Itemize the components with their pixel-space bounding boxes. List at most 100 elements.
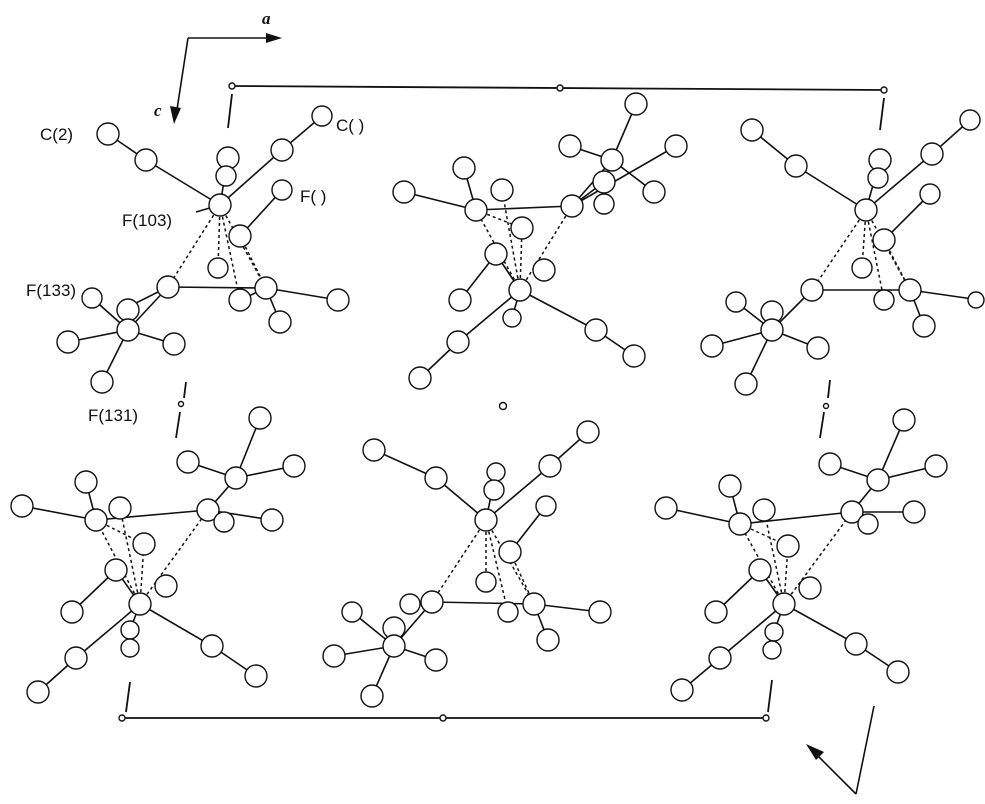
contact — [763, 509, 785, 605]
cell-tick-bottom-left — [125, 681, 131, 713]
cell-corner-bottom-right — [762, 714, 770, 722]
contact — [95, 519, 141, 605]
bond — [457, 289, 521, 343]
atoms — [10, 406, 306, 704]
contact — [811, 209, 867, 291]
atom — [624, 92, 648, 116]
atom — [920, 142, 944, 166]
atom — [764, 622, 784, 642]
cell-tick-right-mid-2 — [819, 411, 825, 439]
atom — [725, 291, 747, 313]
bond — [403, 191, 477, 211]
atom — [84, 508, 108, 532]
molecule-6 — [654, 408, 948, 702]
atom — [593, 193, 615, 215]
atom — [424, 466, 448, 490]
atom — [74, 470, 98, 494]
contact — [519, 205, 573, 291]
atom — [670, 678, 694, 702]
atom — [708, 646, 732, 670]
atom — [270, 138, 294, 162]
atom — [806, 336, 830, 360]
atom — [844, 632, 868, 656]
contact — [139, 509, 209, 605]
atom-labels: C(2) C( ) F( ) F(103) F(133) F(131) — [26, 116, 364, 425]
inversion-center-middle — [498, 401, 508, 411]
c-axis-line — [175, 37, 189, 117]
atom — [508, 278, 532, 302]
atom — [760, 318, 784, 342]
atom — [228, 224, 252, 248]
inversion-center-left — [177, 400, 185, 408]
atom — [420, 590, 444, 614]
axis-indicator: a c — [154, 9, 282, 124]
atom — [132, 532, 156, 556]
atom — [752, 498, 776, 522]
bonds — [665, 419, 937, 691]
cell-tick-left-mid — [183, 381, 187, 399]
atom — [784, 154, 808, 178]
bond — [75, 603, 141, 659]
atoms — [654, 408, 948, 702]
view-direction-arrow — [806, 705, 875, 795]
atom — [64, 646, 88, 670]
bond — [431, 601, 535, 605]
dashed-contacts — [431, 519, 535, 613]
contact — [219, 204, 241, 301]
dashed-contacts — [811, 209, 911, 301]
label-f133: F(133) — [26, 281, 76, 300]
atom — [924, 454, 948, 478]
bond — [139, 603, 213, 647]
atom — [622, 344, 646, 368]
atom — [213, 511, 235, 533]
atom — [522, 592, 546, 616]
cell-corner-bottom-left — [118, 714, 126, 722]
label-c2: C(2) — [40, 125, 73, 144]
cell-corner-top-left — [228, 82, 236, 90]
atom — [664, 134, 688, 158]
label-f131: F(131) — [88, 406, 138, 425]
arrow-shaft-a — [855, 705, 875, 795]
atom — [560, 194, 584, 218]
label-c-blank: C( ) — [336, 116, 364, 135]
atom — [128, 592, 152, 616]
bonds — [67, 115, 339, 383]
contact — [485, 519, 509, 613]
atom — [497, 601, 519, 623]
bond — [719, 603, 785, 659]
atom — [532, 258, 556, 282]
cell-tick-bottom-right — [767, 679, 773, 713]
atom — [362, 438, 386, 462]
atom — [700, 334, 724, 358]
atom — [866, 468, 890, 492]
atom — [90, 370, 114, 394]
atom — [558, 134, 582, 158]
atom — [584, 318, 608, 342]
atom — [840, 500, 864, 524]
atom — [134, 148, 158, 172]
atom — [873, 289, 895, 311]
atom — [56, 330, 80, 354]
cell-tick-top-left — [227, 93, 233, 129]
cell-mid-bottom — [439, 714, 447, 722]
inversion-center-right — [822, 402, 830, 410]
atom — [592, 170, 616, 194]
atom — [215, 165, 237, 187]
atom — [510, 216, 534, 240]
atom — [486, 462, 506, 482]
contact — [431, 519, 487, 603]
bond — [865, 153, 933, 211]
bond — [485, 465, 551, 521]
atom — [326, 288, 350, 312]
molecule-5 — [322, 420, 612, 708]
atom — [588, 600, 612, 624]
atoms — [322, 420, 612, 708]
atom — [576, 420, 600, 444]
atom — [268, 310, 292, 334]
atom — [322, 644, 346, 668]
atom — [248, 406, 272, 430]
atom — [254, 276, 278, 300]
atom — [484, 242, 508, 266]
unit-cell-outline — [118, 82, 888, 722]
bond — [475, 205, 573, 211]
